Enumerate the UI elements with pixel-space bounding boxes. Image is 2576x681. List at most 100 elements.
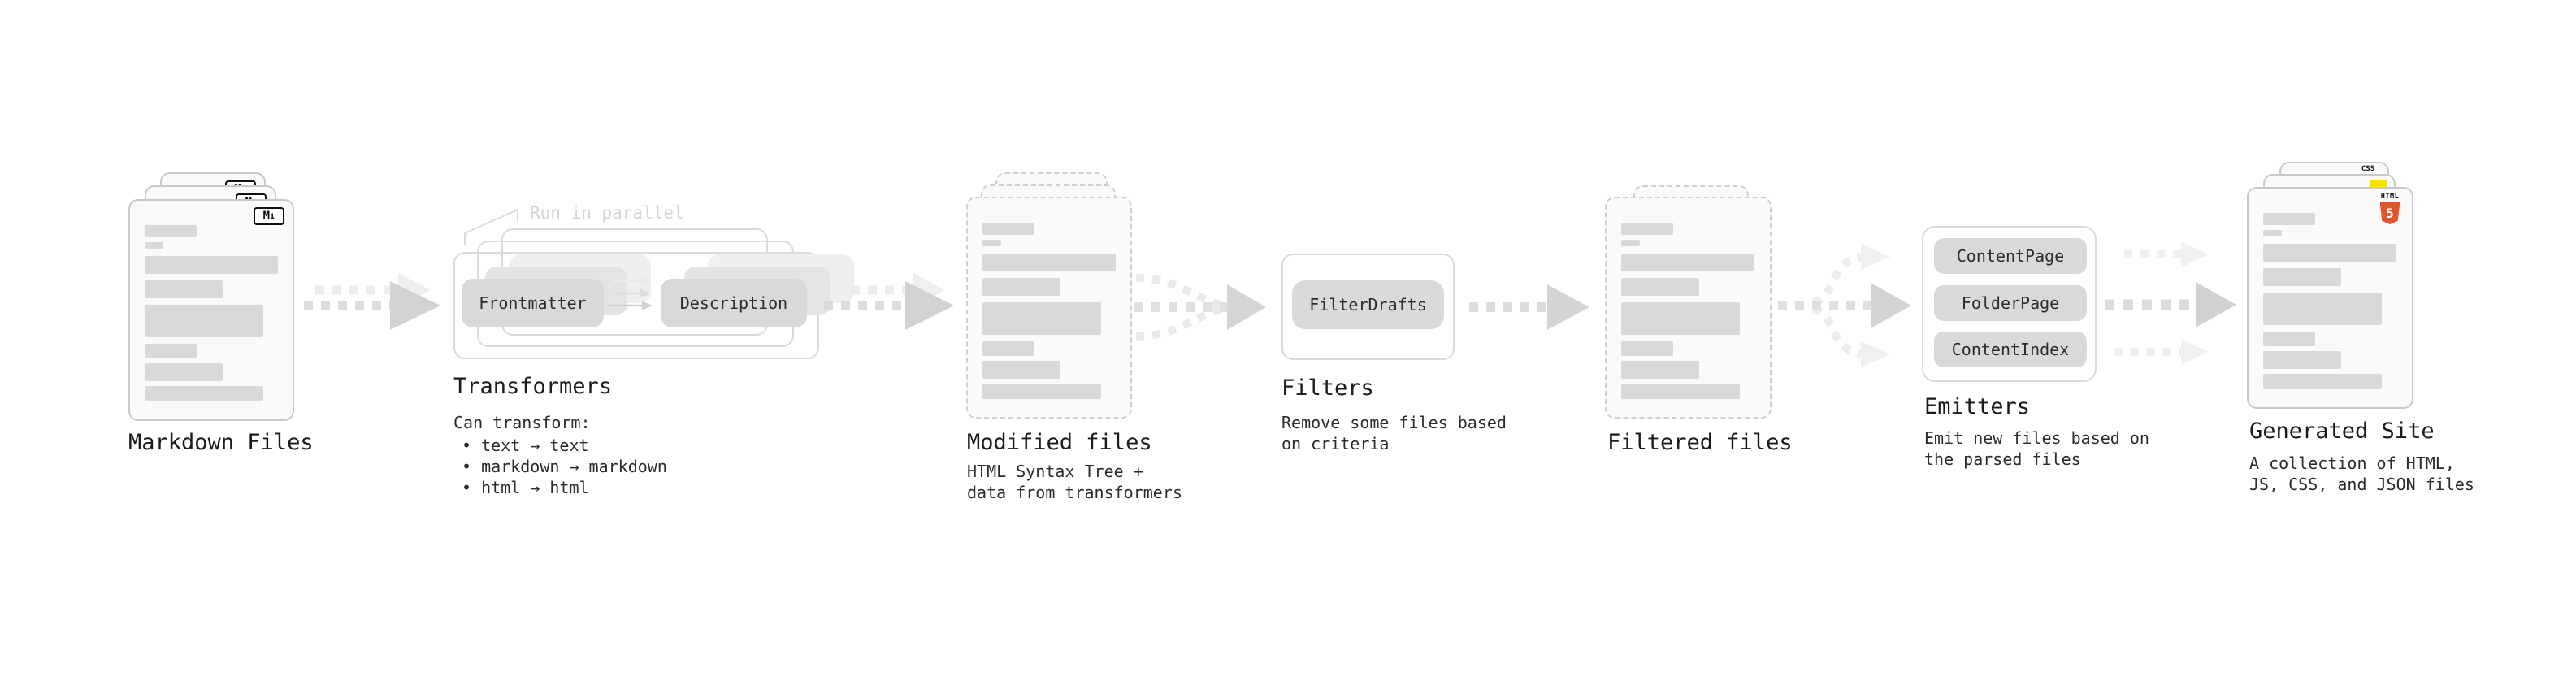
description-pill: Description: [661, 279, 807, 327]
html5-number: 5: [2386, 205, 2394, 221]
filters-description: Remove some files based on criteria: [1281, 412, 1507, 454]
skeleton-bar: [1621, 361, 1699, 379]
stage-title-markdown-files: Markdown Files: [128, 430, 314, 455]
html5-icon: HTML 5: [2376, 193, 2404, 224]
callout-line: [464, 208, 518, 245]
stage-title-modified-files: Modified files: [967, 430, 1152, 455]
skeleton-bar: [2263, 374, 2382, 389]
skeleton-bar: [982, 341, 1034, 356]
arrowhead-light: [2181, 339, 2209, 365]
arrowhead: [1227, 284, 1266, 330]
skeleton-bar: [145, 280, 223, 298]
stage-title-filters: Filters: [1281, 375, 1374, 401]
merge-curve-bottom: [1135, 305, 1225, 340]
filtered-file-card-front: [1605, 197, 1772, 419]
arrow-emitters-to-site: [2105, 241, 2236, 365]
merge-curve-top: [1135, 274, 1225, 310]
pill-connector-arrows: [608, 276, 653, 310]
description-line: on criteria: [1281, 434, 1390, 453]
description-line: Remove some files based: [1281, 413, 1507, 432]
skeleton-bar: [1621, 302, 1740, 335]
description-line: HTML Syntax Tree +: [967, 462, 1143, 481]
contentpage-pill: ContentPage: [1934, 238, 2087, 274]
skeleton-bar: [1621, 223, 1673, 235]
run-in-parallel-label: Run in parallel: [530, 203, 684, 223]
skeleton-bar: [1621, 254, 1754, 271]
emitters-description: Emit new files based on the parsed files: [1924, 427, 2149, 470]
skeleton-bar: [2263, 213, 2315, 225]
arrowhead-light: [1861, 244, 1890, 270]
arrowhead: [905, 281, 954, 330]
skeleton-bar: [982, 240, 1001, 246]
arrow-transformers-to-modified: [824, 273, 954, 330]
arrowhead-light: [1861, 341, 1890, 367]
contentindex-pill: ContentIndex: [1934, 332, 2087, 367]
mini-arrowhead: [642, 301, 653, 310]
description-line: A collection of HTML,: [2249, 453, 2455, 473]
markdown-file-card-front: M↓: [128, 199, 294, 421]
skeleton-bar: [145, 363, 223, 381]
arrow-filtered-to-emitters-fanout: [1778, 244, 1911, 367]
skeleton-bar: [2263, 351, 2341, 369]
skeleton-bar: [1621, 278, 1699, 296]
arrow-markdown-to-transformers: [304, 273, 440, 330]
skeleton-bar: [145, 305, 263, 337]
skeleton-bar: [982, 384, 1101, 399]
fan-curve-top: [1811, 253, 1863, 306]
skeleton-bar: [145, 344, 197, 358]
arrowhead: [1547, 284, 1589, 330]
description-line: the parsed files: [1924, 449, 2081, 469]
skeleton-bar: [145, 242, 163, 249]
modified-file-card-front: [966, 197, 1132, 419]
skeleton-bar: [1621, 384, 1740, 399]
arrowhead: [1871, 283, 1911, 328]
transformers-description-heading: Can transform:: [453, 413, 591, 432]
arrow-modified-to-filters-merge: [1134, 274, 1266, 340]
stage-title-emitters: Emitters: [1924, 394, 2031, 419]
generated-site-description: A collection of HTML, JS, CSS, and JSON …: [2249, 453, 2474, 495]
skeleton-bar: [1621, 341, 1673, 356]
frontmatter-pill: Frontmatter: [462, 279, 604, 327]
skeleton-bar: [2263, 332, 2315, 346]
folderpage-pill: FolderPage: [1934, 285, 2087, 321]
skeleton-bar: [982, 254, 1116, 271]
filterdrafts-pill: FilterDrafts: [1292, 280, 1444, 329]
mini-arrowhead: [640, 276, 651, 286]
skeleton-bar: [982, 302, 1101, 335]
description-line: JS, CSS, and JSON files: [2249, 475, 2474, 494]
skeleton-bar: [982, 278, 1060, 296]
bullet-item: • text → text: [462, 436, 589, 455]
skeleton-bar: [1621, 240, 1640, 246]
transformers-bullet-list: • text → text • markdown → markdown • ht…: [462, 435, 667, 498]
skeleton-bar: [2263, 244, 2396, 262]
site-file-card-front: HTML 5: [2247, 187, 2413, 409]
markdown-icon-label: M↓: [262, 210, 276, 223]
mini-arrowhead: [640, 288, 651, 298]
skeleton-bar: [2263, 268, 2341, 286]
skeleton-bar: [145, 256, 278, 274]
arrowhead: [390, 281, 440, 330]
arrowhead: [2196, 282, 2236, 327]
html5-icon-label: HTML: [2380, 193, 2400, 201]
stage-title-filtered-files: Filtered files: [1607, 430, 1793, 455]
skeleton-bar: [982, 223, 1034, 235]
stage-title-transformers: Transformers: [453, 374, 613, 399]
skeleton-bar: [982, 361, 1060, 379]
html5-shield: 5: [2379, 202, 2400, 224]
skeleton-bar: [145, 225, 197, 237]
arrow-filters-to-filtered: [1469, 284, 1589, 330]
stage-title-generated-site: Generated Site: [2249, 419, 2435, 444]
skeleton-bar: [2263, 230, 2282, 236]
js-file-icon: [2370, 180, 2387, 189]
bullet-item: • html → html: [462, 478, 589, 497]
description-line: data from transformers: [967, 483, 1182, 502]
css-icon-label: CSS: [2361, 165, 2375, 173]
description-line: Emit new files based on: [1924, 428, 2149, 448]
modified-files-description: HTML Syntax Tree + data from transformer…: [967, 461, 1182, 503]
callout-connector-line: [464, 208, 518, 245]
arrowhead-light: [2181, 241, 2209, 267]
markdown-icon: M↓: [254, 207, 284, 225]
bullet-item: • markdown → markdown: [462, 457, 667, 476]
skeleton-bar: [145, 386, 263, 401]
